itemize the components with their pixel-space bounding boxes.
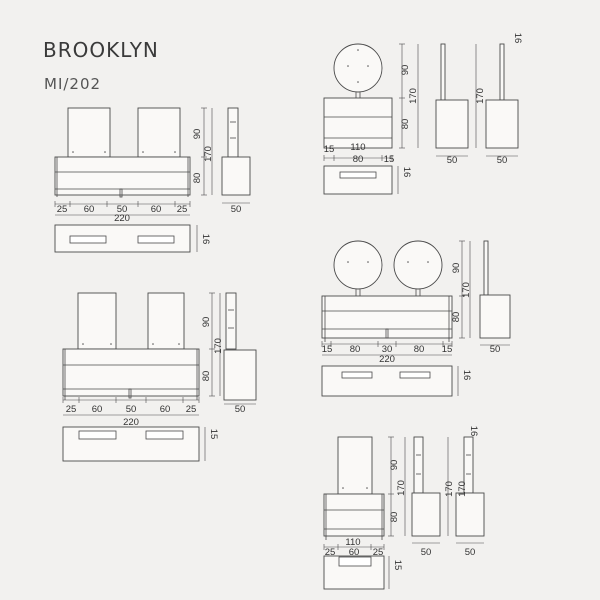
depth-dim: 50 [447, 155, 458, 166]
front-view [323, 436, 385, 540]
width-dim: 80 [353, 154, 364, 165]
top-view [323, 165, 393, 195]
width-dim: 15 [384, 154, 395, 165]
side-view [479, 240, 511, 339]
height-dim: 90 [192, 129, 203, 140]
top-view [62, 426, 200, 462]
height-dim: 80 [389, 512, 400, 523]
side-view-b [485, 43, 519, 149]
height-dim: 80 [451, 312, 462, 323]
depth-dim: 50 [231, 204, 242, 215]
width-dim: 50 [117, 204, 128, 215]
drawing-1: 25 60 50 60 25 220 90 80 170 50 [54, 107, 251, 253]
width-dim: 80 [350, 344, 361, 355]
height-dim: 170 [203, 146, 214, 162]
height-dim: 170 [457, 481, 468, 497]
width-dim: 60 [349, 547, 360, 558]
model-code: MI/202 [44, 75, 102, 93]
side-view-a [435, 43, 469, 149]
height-dim: 170 [213, 338, 224, 354]
side-top-dim: 16 [468, 426, 479, 437]
brand-title: BROOKLYN [43, 38, 159, 62]
side-view [223, 292, 257, 401]
width-dim: 25 [373, 547, 384, 558]
width-dim: 80 [414, 344, 425, 355]
drawing-4: 25 60 50 60 25 220 90 80 170 50 [62, 292, 257, 462]
width-dim: 25 [186, 404, 197, 415]
side-top-dim: 16 [512, 33, 523, 44]
drawing-2: 15 80 15 110 90 80 170 16 [323, 33, 523, 195]
plan-depth-dim: 16 [200, 234, 211, 245]
depth-dim: 50 [497, 155, 508, 166]
front-view [54, 107, 191, 198]
width-dim: 15 [322, 344, 333, 355]
total-width-dim: 110 [350, 142, 365, 153]
width-dim: 25 [325, 547, 336, 558]
height-dim: 80 [400, 119, 411, 130]
height-dim: 170 [475, 88, 486, 104]
height-dim: 80 [192, 173, 203, 184]
height-dim: 170 [396, 480, 407, 496]
depth-dim: 50 [490, 344, 501, 355]
depth-dim: 50 [465, 547, 476, 558]
depth-dim: 50 [235, 404, 246, 415]
plan-depth-dim: 16 [401, 167, 412, 178]
width-dim: 30 [382, 344, 393, 355]
width-dim: 25 [66, 404, 77, 415]
total-width-dim: 220 [123, 417, 139, 428]
plan-depth-dim: 16 [461, 370, 472, 381]
front-view [321, 240, 453, 342]
height-dim: 90 [201, 317, 212, 328]
total-width-dim: 220 [114, 213, 130, 224]
plan-depth-dim: 15 [392, 560, 403, 571]
top-view [323, 555, 385, 590]
width-dim: 25 [57, 204, 68, 215]
width-dim: 60 [92, 404, 103, 415]
height-dim: 170 [461, 282, 472, 298]
plan-depth-dim: 15 [208, 429, 219, 440]
depth-dim: 50 [421, 547, 432, 558]
front-view [62, 292, 200, 400]
drawing-3: 15 80 30 80 15 220 90 80 170 50 [321, 240, 511, 397]
height-dim: 170 [408, 88, 419, 104]
width-dim: 60 [160, 404, 171, 415]
side-view [221, 107, 251, 196]
drawing-5: 110 25 60 25 90 80 170 15 [323, 426, 485, 590]
width-dim: 50 [126, 404, 137, 415]
height-dim: 80 [201, 371, 212, 382]
width-dim: 15 [324, 144, 335, 155]
width-dim: 60 [84, 204, 95, 215]
width-dim: 15 [442, 344, 453, 355]
total-width-dim: 220 [379, 354, 395, 365]
side-view-b [455, 436, 485, 537]
top-view [54, 224, 191, 253]
height-dim: 90 [389, 460, 400, 471]
height-dim: 90 [400, 65, 411, 76]
height-dim: 170 [444, 481, 455, 497]
total-width-dim: 110 [345, 537, 360, 548]
height-dim: 90 [451, 263, 462, 274]
side-view-a [411, 436, 441, 537]
front-view [323, 43, 393, 149]
top-view [321, 365, 453, 397]
width-dim: 60 [151, 204, 162, 215]
width-dim: 25 [177, 204, 188, 215]
